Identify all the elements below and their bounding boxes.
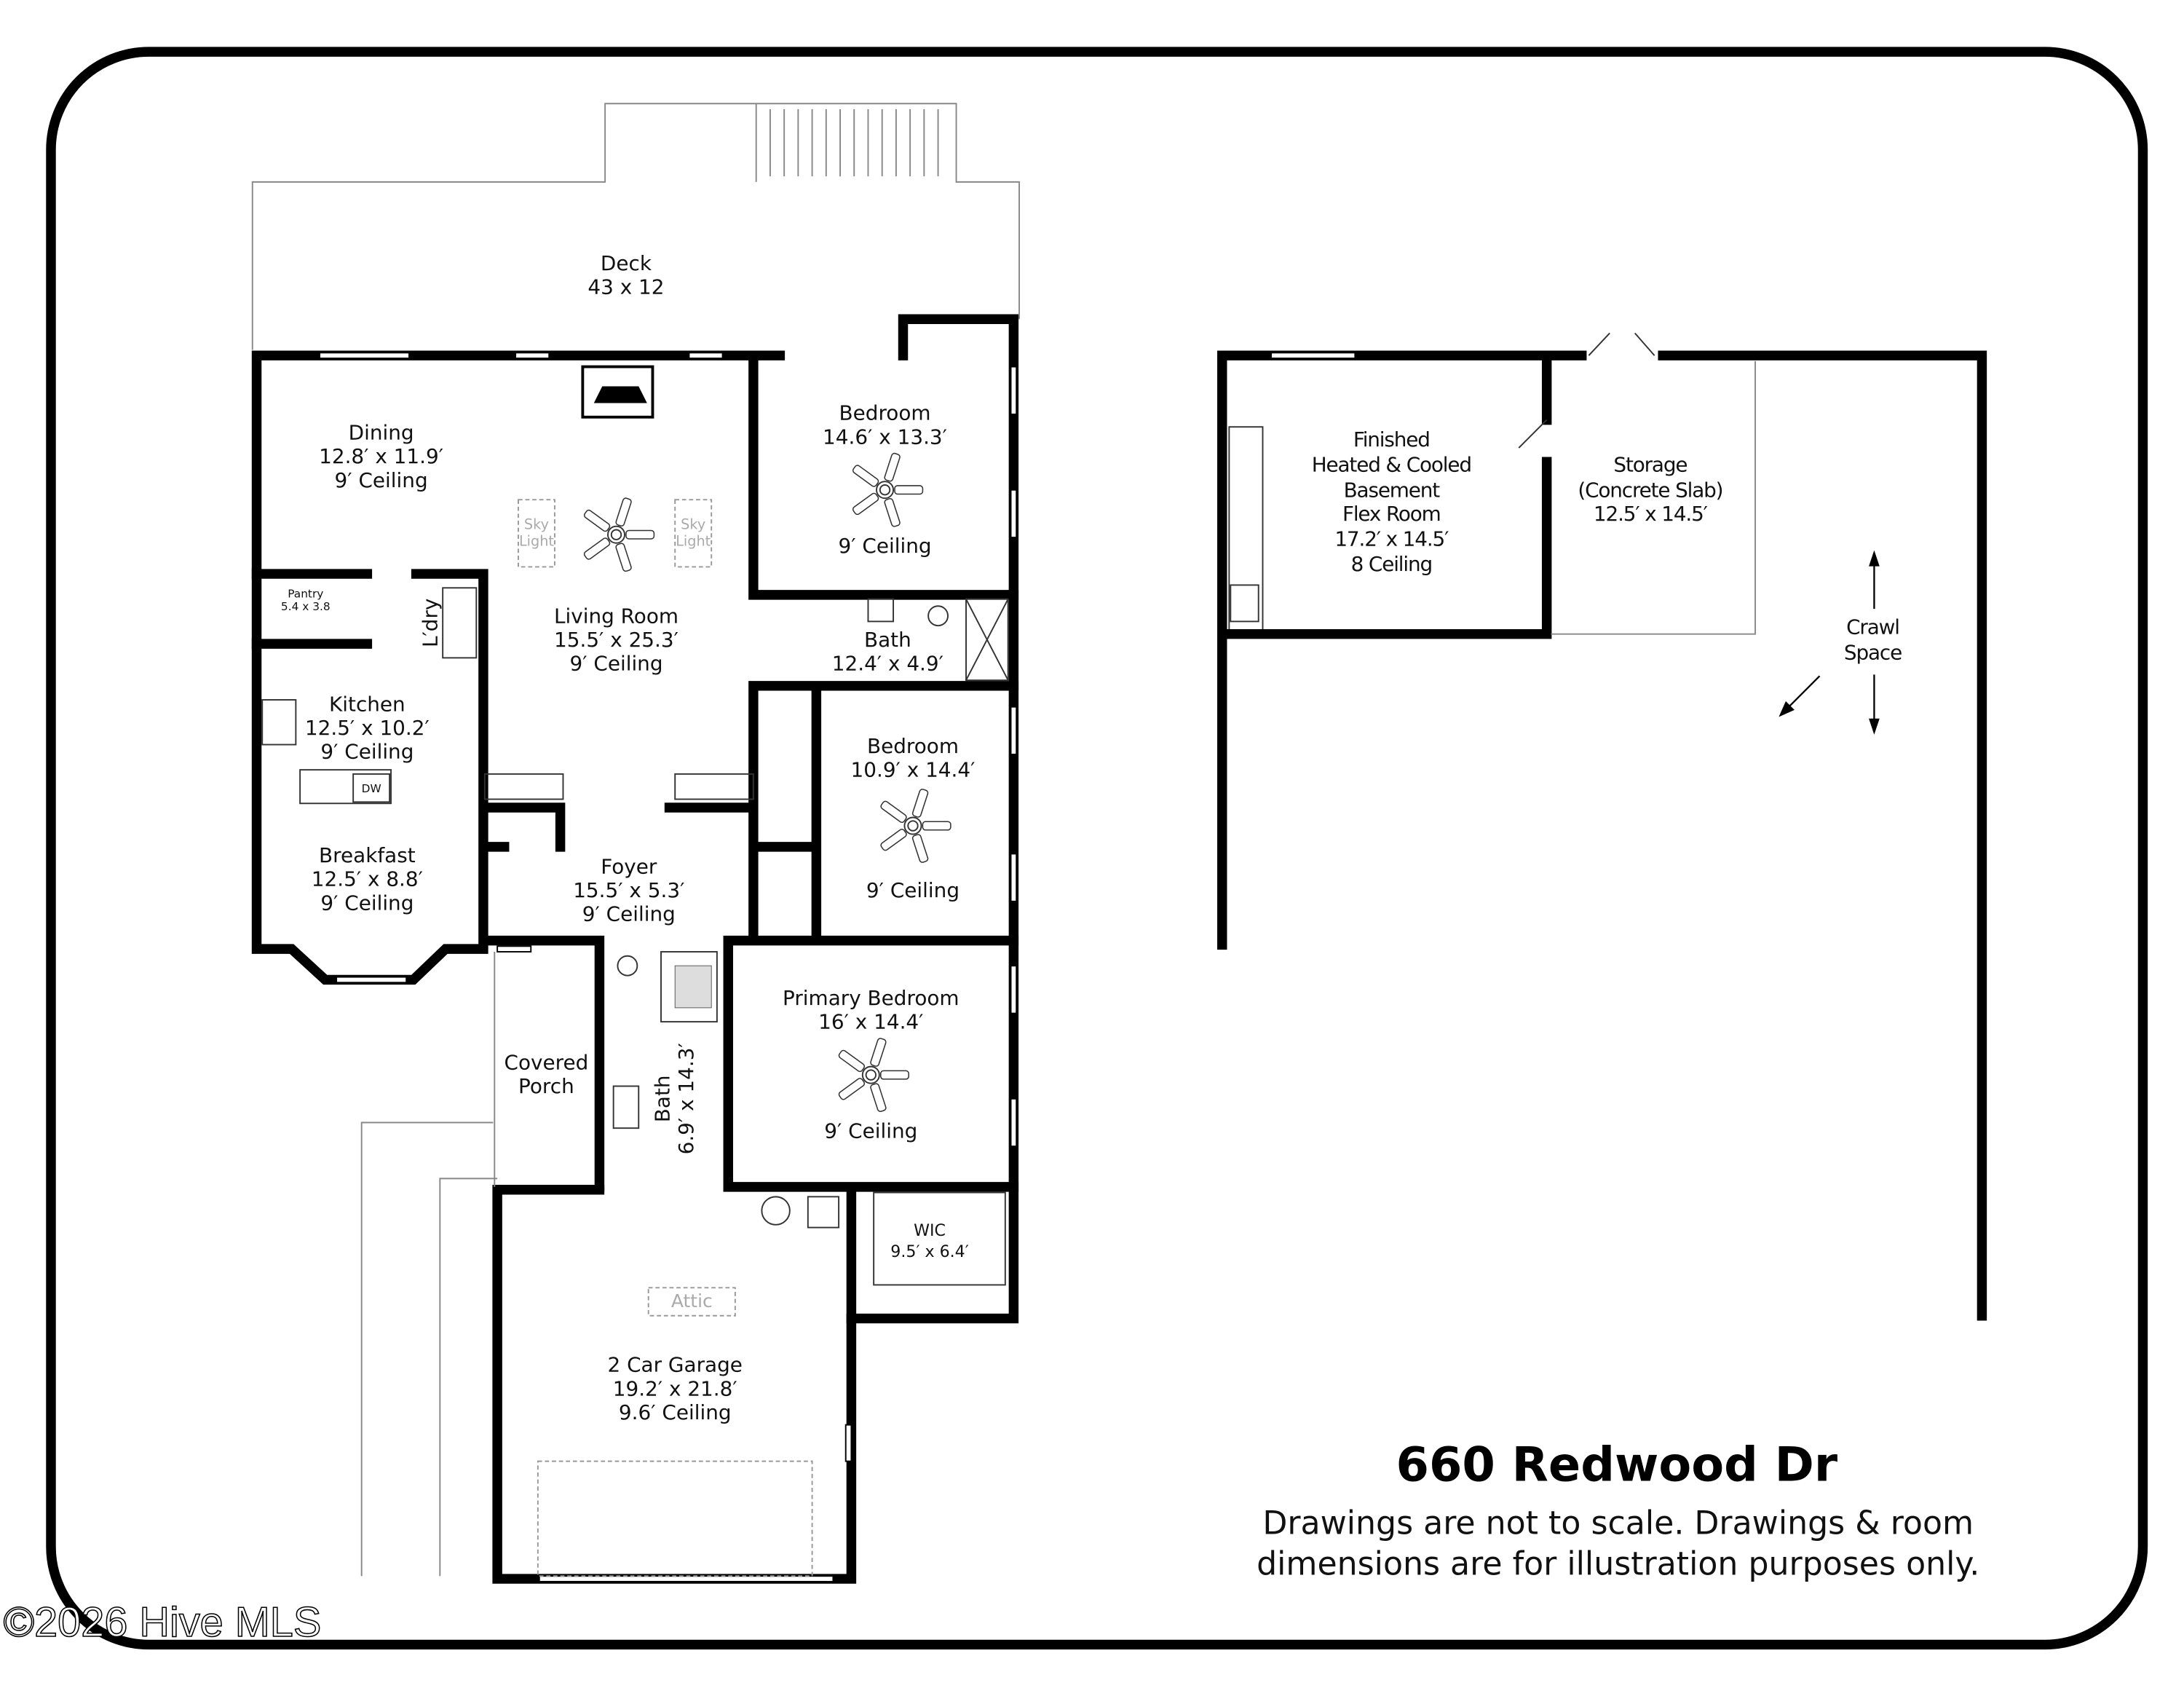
skylight-left-2: Light: [519, 533, 554, 550]
garage-name: 2 Car Garage: [608, 1353, 743, 1377]
foyer-name: Foyer: [601, 854, 657, 878]
garage-ceiling: 9.6′ Ceiling: [619, 1400, 732, 1424]
fixtures: [261, 365, 1264, 1577]
storage-name: Storage: [1613, 453, 1687, 477]
disclaimer-line2: dimensions are for illustration purposes…: [1257, 1545, 1979, 1582]
kitchen-name: Kitchen: [329, 692, 405, 716]
living-name: Living Room: [554, 604, 678, 628]
primary-ceiling: 9′ Ceiling: [824, 1119, 917, 1143]
deck: [251, 103, 1021, 350]
porch-line2: Porch: [518, 1074, 574, 1098]
porch-line1: Covered: [504, 1050, 588, 1074]
pantry-size: 5.4 x 3.8: [281, 600, 331, 613]
crawl-line1: Crawl: [1846, 615, 1899, 639]
crawl-line2: Space: [1844, 640, 1902, 664]
basement-line1: Finished: [1353, 427, 1430, 451]
dishwasher-label: DW: [362, 782, 381, 795]
living-size: 15.5′ x 25.3′: [554, 628, 678, 652]
dining-name: Dining: [349, 421, 414, 445]
attic-label: Attic: [671, 1290, 713, 1312]
bath2-size: 6.9′ x 14.3′: [674, 1043, 698, 1154]
bedroom1-size: 14.6′ x 13.3′: [823, 425, 947, 449]
breakfast-ceiling: 9′ Ceiling: [320, 891, 414, 915]
basement-line3: Basement: [1344, 478, 1441, 502]
kitchen-ceiling: 9′ Ceiling: [320, 740, 414, 764]
primary-name: Primary Bedroom: [783, 986, 960, 1010]
laundry-name: L′dry: [418, 599, 442, 647]
bedroom1-name: Bedroom: [839, 401, 931, 425]
basement-walls: [1217, 332, 1987, 1321]
page-frame: [46, 47, 2148, 1650]
breakfast-name: Breakfast: [319, 843, 416, 867]
foyer-size: 15.5′ x 5.3′: [573, 878, 684, 902]
skylight-right-1: Sky: [681, 516, 705, 533]
bedroom2-ceiling: 9′ Ceiling: [866, 878, 960, 902]
dining-ceiling: 9′ Ceiling: [335, 468, 428, 492]
basement-ceiling: 8 Ceiling: [1351, 552, 1432, 576]
basement-size: 17.2′ x 14.5′: [1334, 527, 1449, 551]
basement-line4: Flex Room: [1342, 502, 1441, 526]
breakfast-size: 12.5′ x 8.8′: [312, 867, 423, 891]
wic-name: WIC: [914, 1221, 946, 1240]
wic-size: 9.5′ x 6.4′: [890, 1242, 968, 1261]
bedroom2-size: 10.9′ x 14.4′: [851, 758, 976, 782]
bedroom1-ceiling: 9′ Ceiling: [839, 534, 932, 558]
bath1-name: Bath: [864, 628, 911, 652]
pantry-name: Pantry: [288, 588, 323, 601]
skylight-right-2: Light: [676, 533, 711, 550]
deck-size: 43 x 12: [587, 275, 664, 299]
disclaimer-line1: Drawings are not to scale. Drawings & ro…: [1262, 1505, 1974, 1542]
deck-name: Deck: [601, 251, 652, 275]
storage-detail: (Concrete Slab): [1578, 478, 1722, 502]
room-labels: Deck 43 x 12 Dining 12.8′ x 11.9′ 9′ Cei…: [281, 251, 1902, 1424]
bath1-size: 12.4′ x 4.9′: [832, 652, 943, 676]
basement-line2: Heated & Cooled: [1312, 453, 1471, 477]
skylight-left-1: Sky: [524, 516, 549, 533]
primary-size: 16′ x 14.4′: [818, 1010, 923, 1034]
watermark: ©2026 Hive MLS: [4, 1599, 322, 1646]
kitchen-size: 12.5′ x 10.2′: [305, 716, 430, 740]
bath2-name: Bath: [651, 1075, 675, 1122]
main-floor-walls: [251, 314, 1019, 1584]
living-ceiling: 9′ Ceiling: [569, 652, 662, 676]
address-title: 660 Redwood Dr: [1396, 1437, 1837, 1493]
bedroom2-name: Bedroom: [867, 734, 959, 758]
foyer-ceiling: 9′ Ceiling: [582, 902, 676, 926]
garage-size: 19.2′ x 21.8′: [613, 1376, 737, 1400]
storage-size: 12.5′ x 14.5′: [1594, 502, 1708, 526]
dining-size: 12.8′ x 11.9′: [319, 444, 443, 468]
